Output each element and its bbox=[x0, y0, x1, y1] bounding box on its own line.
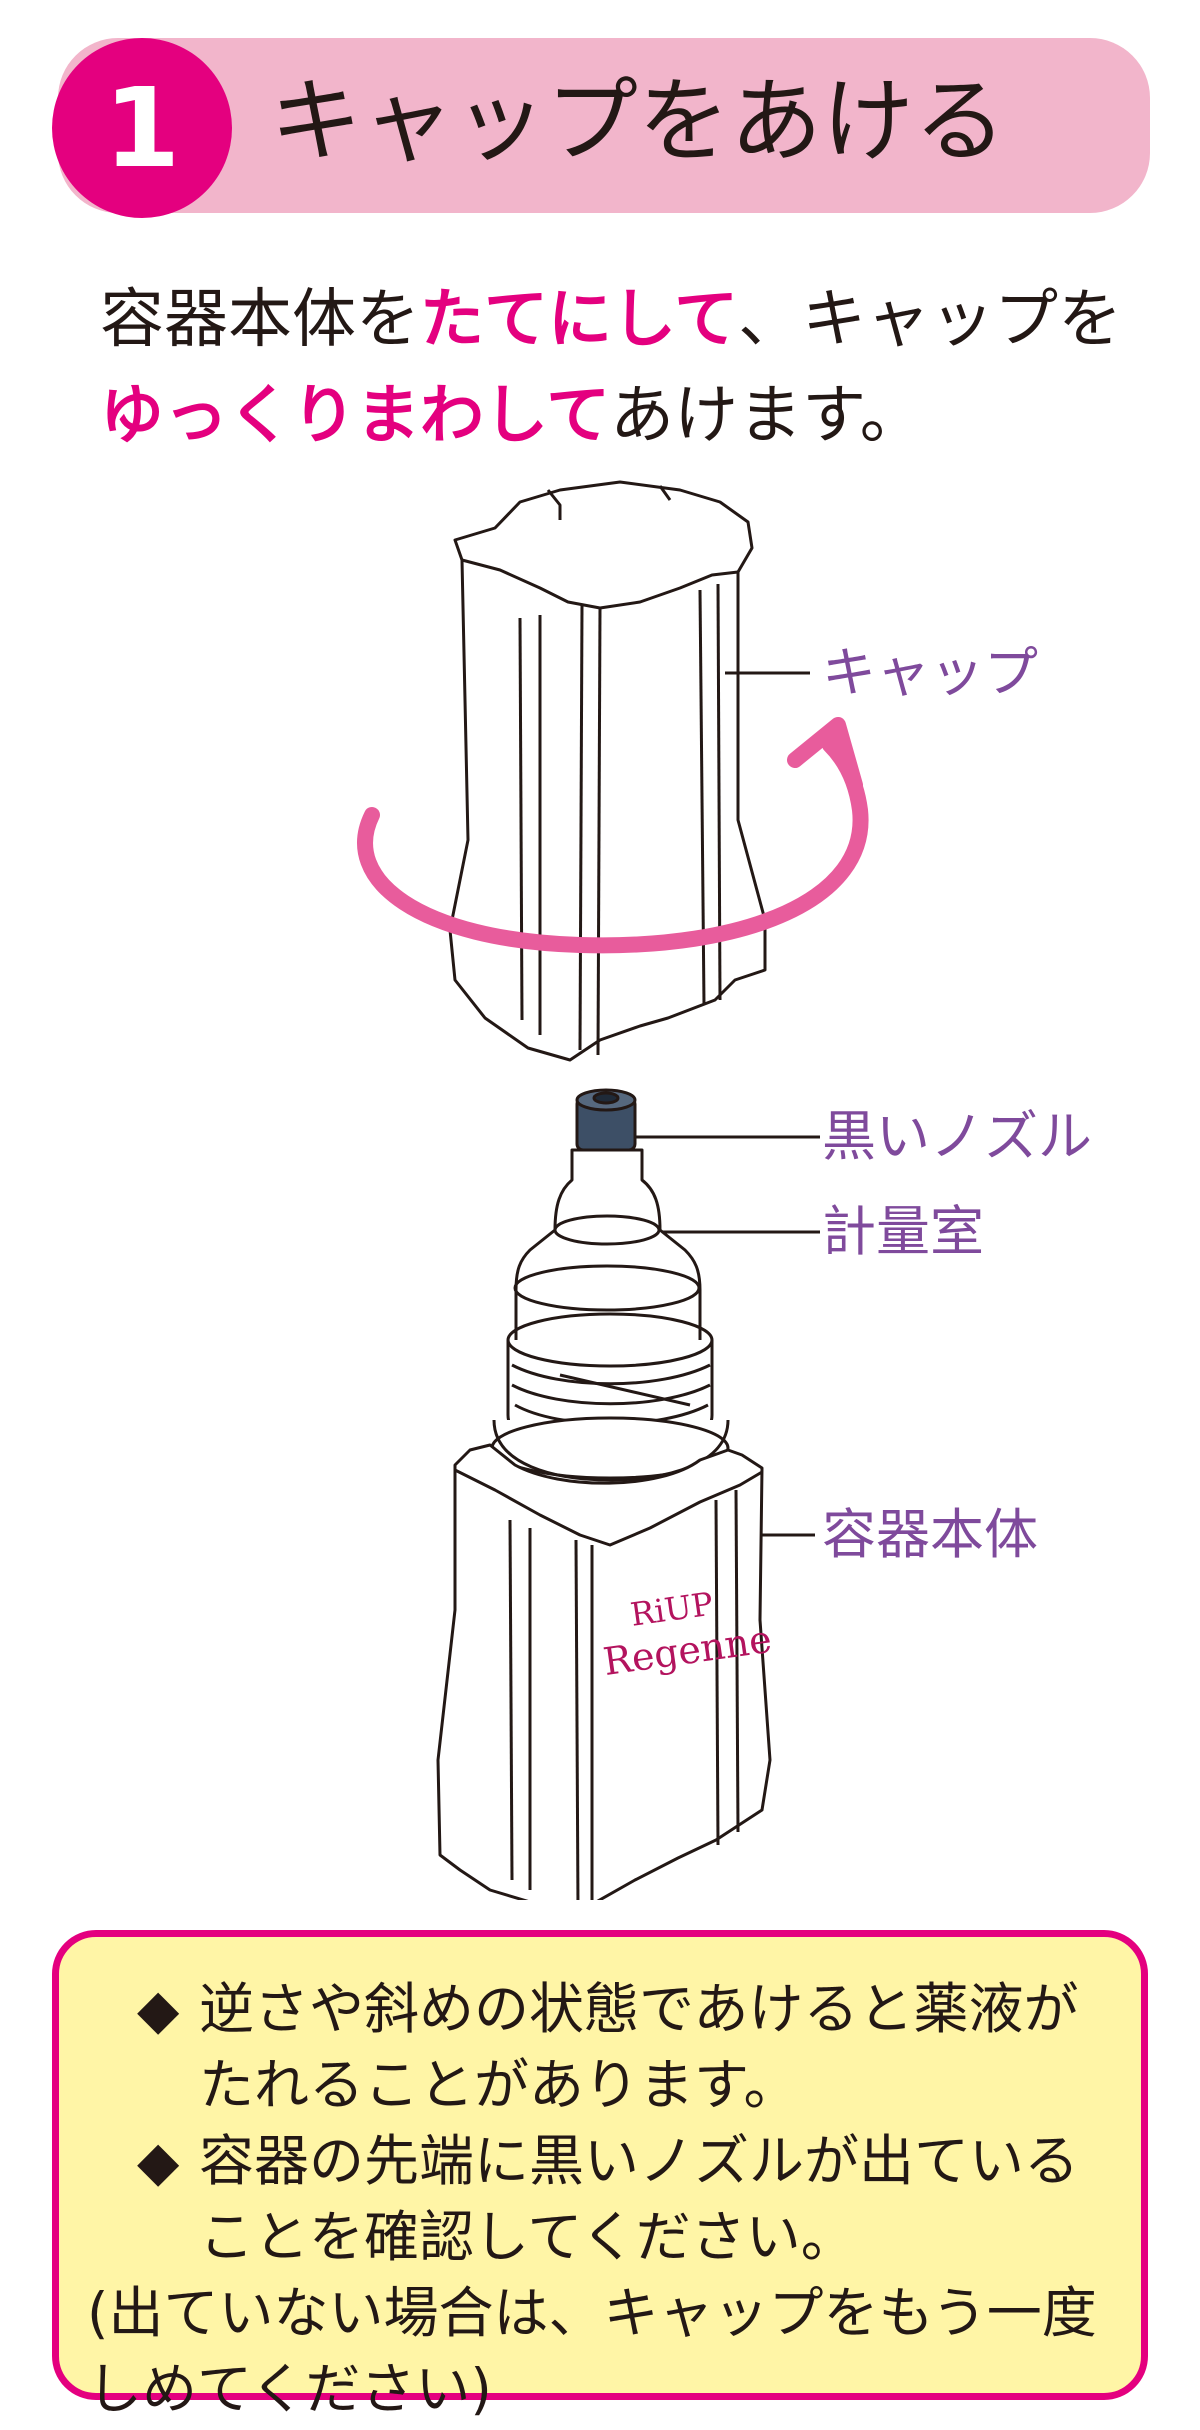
step-title: キャップをあける bbox=[270, 68, 1007, 175]
instruction-highlight-2: ゆっくりまわして bbox=[100, 379, 611, 453]
bottle-diagram bbox=[357, 480, 869, 1900]
instruction-part-3: あけます。 bbox=[610, 379, 924, 453]
cap-drawing bbox=[448, 480, 767, 1062]
instruction-part-1: 容器本体を bbox=[100, 283, 420, 357]
label-body: 容器本体 bbox=[822, 1503, 1038, 1566]
step-header-bar bbox=[58, 38, 1150, 213]
step-number-badge: 1 bbox=[52, 38, 232, 218]
instruction-highlight-1: たてにして bbox=[420, 283, 739, 357]
body-drawing bbox=[436, 1443, 772, 1900]
label-nozzle: 黒いノズル bbox=[822, 1105, 1092, 1168]
chamber-drawing bbox=[513, 1148, 702, 1357]
caution-item-2: ◆ 容器の先端に黒いノズルが出ていることを確認してください。 bbox=[137, 2123, 1101, 2275]
diamond-bullet-icon: ◆ bbox=[137, 2129, 180, 2193]
label-cap: キャップ bbox=[822, 641, 1038, 704]
instruction-part-2: 、キャップを bbox=[738, 283, 1123, 357]
collar-drawing bbox=[490, 1312, 730, 1482]
nozzle-drawing bbox=[575, 1088, 637, 1152]
caution-item-1: ◆ 逆さや斜めの状態であけると薬液がたれることがあります。 bbox=[137, 1971, 1101, 2123]
label-chamber: 計量室 bbox=[822, 1200, 984, 1263]
instruction-text: 容器本体をたてにして、キャップをゆっくりまわしてあけます。 bbox=[100, 272, 1160, 464]
caution-text-2: 容器の先端に黒いノズルが出ていることを確認してください。 bbox=[199, 2129, 1080, 2269]
caution-text-1: 逆さや斜めの状態であけると薬液がたれることがあります。 bbox=[199, 1977, 1079, 2117]
bottle-illustration: RiUP Regenne キャップ 黒いノズル 計量室 容器本体 bbox=[0, 460, 1200, 1900]
caution-aside: (出ていない場合は、キャップをもう一度しめてください) bbox=[87, 2281, 1097, 2421]
diamond-bullet-icon: ◆ bbox=[137, 1977, 180, 2041]
caution-box: ◆ 逆さや斜めの状態であけると薬液がたれることがあります。 ◆ 容器の先端に黒い… bbox=[52, 1930, 1148, 2421]
rotate-arrow-icon bbox=[357, 717, 869, 954]
